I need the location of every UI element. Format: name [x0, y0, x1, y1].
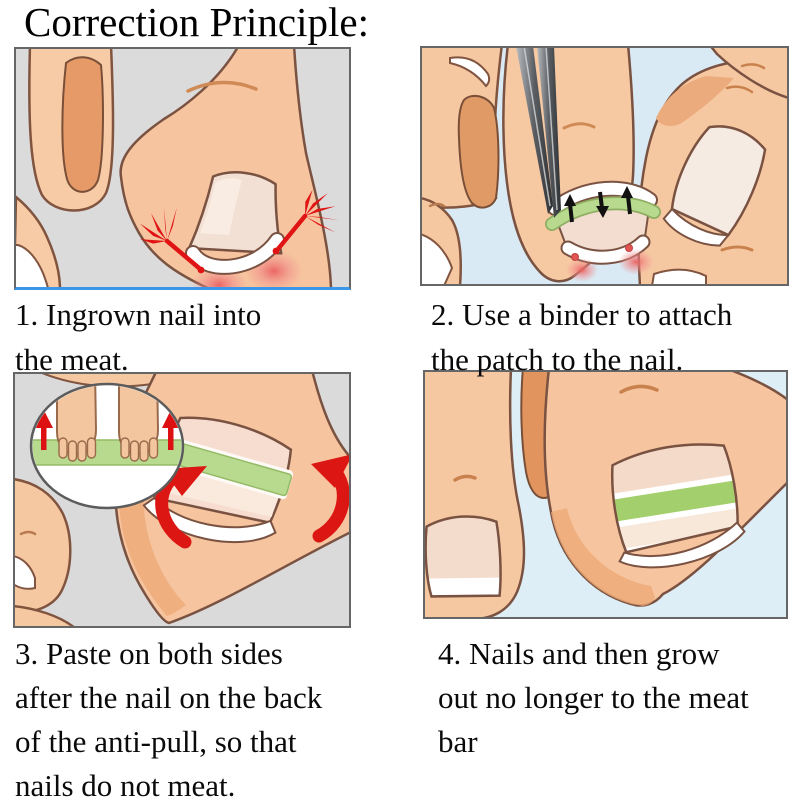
- illustration-healed-nail: [425, 372, 786, 617]
- nail-free-edge: [185, 232, 285, 275]
- toe-shadow: [118, 474, 186, 616]
- pain-burst-left-icon: [139, 207, 205, 274]
- background-toe-top-left: [422, 48, 503, 209]
- caption-line: of the anti-pull, so that: [15, 724, 297, 759]
- caption-step-1: 1. Ingrown nail into the meat.: [15, 292, 261, 382]
- arrow-down-icon: [596, 206, 609, 218]
- caption-line: out no longer to the meat: [438, 680, 749, 715]
- panel-step-3: [13, 372, 351, 628]
- panel-step-4: [423, 370, 788, 619]
- patch-strip: [606, 479, 743, 523]
- corner-toe-bottom-left: [422, 197, 462, 284]
- corner-skin: [15, 604, 75, 626]
- arrow-up-icon: [621, 186, 633, 198]
- illustration-ingrown-nail: [16, 49, 349, 287]
- caption-line: after the nail on the back: [15, 680, 323, 715]
- illustration-pull-patch: [15, 374, 349, 626]
- blush-left: [566, 258, 598, 282]
- illustration-apply-patch: [422, 48, 787, 284]
- caption-line: 3. Paste on both sides: [15, 636, 283, 671]
- patch-strip: [545, 196, 661, 231]
- background-nail-sliver: [449, 56, 491, 88]
- skin-crease: [186, 80, 258, 93]
- knuckle-shade: [656, 76, 734, 126]
- caption-line: 2. Use a binder to attach: [431, 297, 733, 332]
- caption-step-3: 3. Paste on both sides after the nail on…: [15, 632, 322, 808]
- finger-top-right: [710, 48, 787, 99]
- caption-line: bar: [438, 724, 478, 759]
- tweezers-icon: [516, 48, 561, 218]
- caption-step-4: 4. Nails and then grow out no longer to …: [438, 632, 749, 764]
- arrow-up-icon: [564, 194, 576, 206]
- left-toe: [425, 372, 526, 617]
- caption-step-2: 2. Use a binder to attach the patch to t…: [431, 292, 732, 382]
- toenail-with-patch: [606, 437, 746, 569]
- blush-right: [618, 249, 654, 275]
- neighbor-finger: [457, 94, 500, 209]
- toenail-with-patch: [545, 180, 661, 282]
- panel-step-1: [14, 47, 351, 290]
- toenail: [187, 171, 283, 255]
- caption-line: 4. Nails and then grow: [438, 636, 720, 671]
- pain-burst-right-icon: [272, 189, 339, 255]
- left-edge-toe: [15, 478, 72, 614]
- panel-step-2: [420, 46, 789, 286]
- caption-line: the meat.: [15, 342, 129, 377]
- direction-arrows: [564, 186, 633, 223]
- nail-free-edge: [618, 521, 746, 569]
- left-toe-nail: [425, 515, 502, 598]
- arrow-up-left-icon: [35, 410, 53, 450]
- page-title: Correction Principle:: [24, 0, 369, 45]
- caption-line: nails do not meat.: [15, 768, 236, 803]
- nail-free-edge: [560, 234, 651, 265]
- thumb-nail: [662, 125, 767, 247]
- arrow-up-right-icon: [162, 410, 180, 450]
- caption-line: the patch to the nail.: [431, 342, 684, 377]
- toe-shadow: [551, 508, 655, 606]
- corner-toe: [16, 195, 62, 287]
- neighbor-toe: [28, 49, 115, 212]
- curl-arrow-right-icon: [311, 454, 349, 543]
- caption-line: 1. Ingrown nail into: [15, 297, 262, 332]
